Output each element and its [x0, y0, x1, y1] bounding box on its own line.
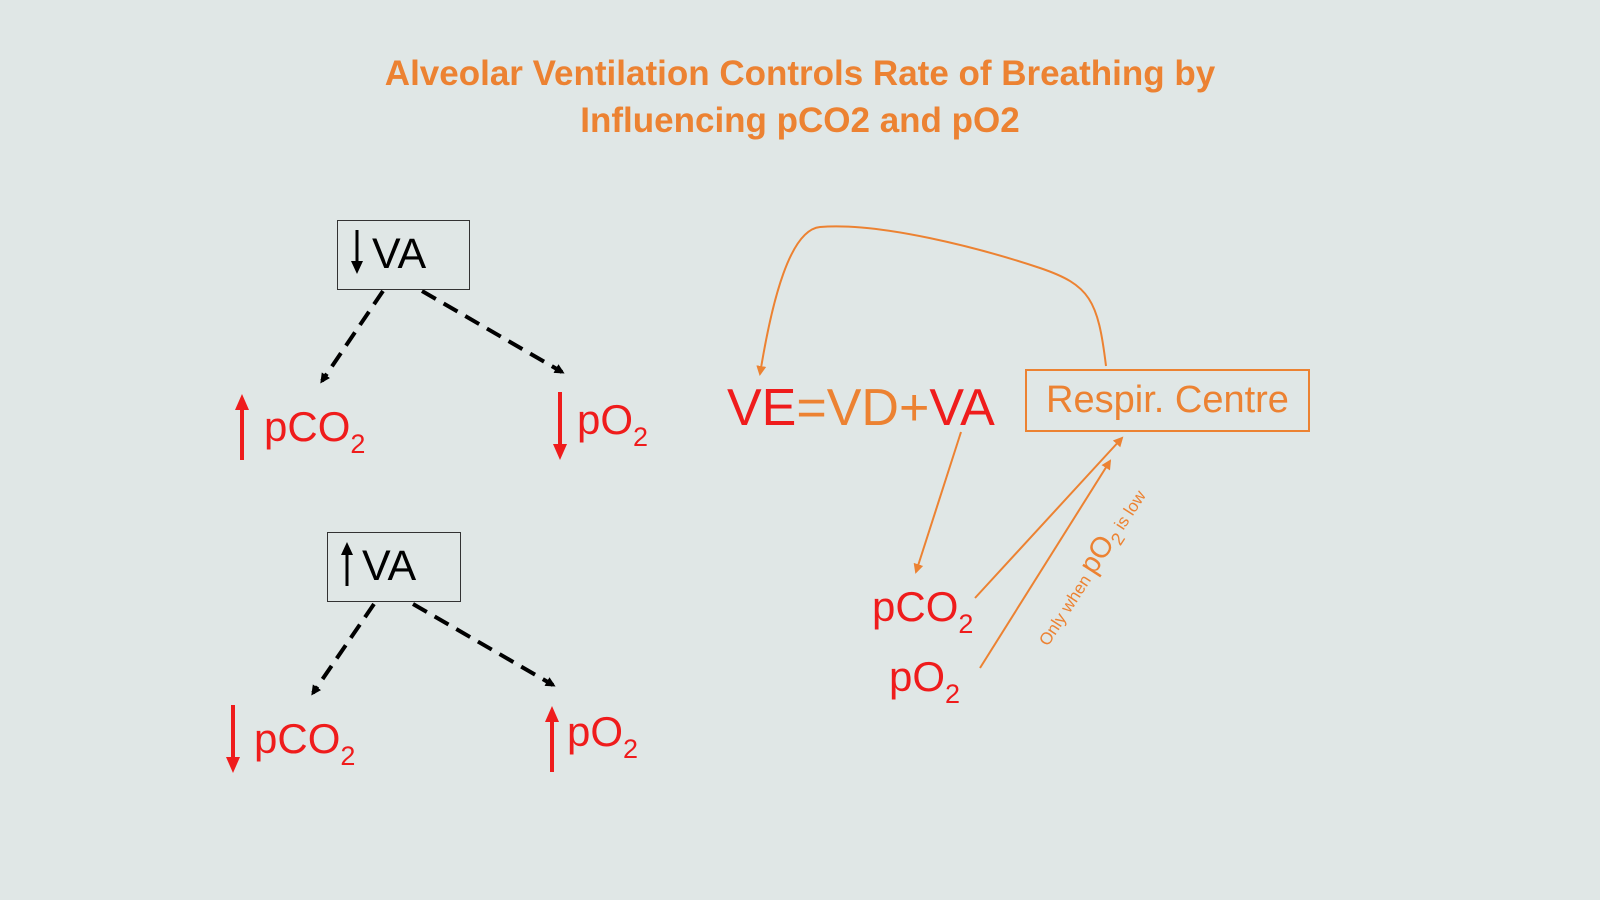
ve-term: VE	[727, 379, 797, 437]
top-right-dashed-arrow	[420, 289, 565, 374]
bottom-left-down-arrow	[226, 705, 240, 773]
bottom-va-label: VA	[362, 542, 417, 590]
bottom-left-pco2: pCO2	[254, 715, 356, 771]
va-term: VA	[929, 379, 995, 437]
bottom-right-po2: pO2	[567, 708, 639, 764]
title-line-2: Influencing pCO2 and pO2	[580, 101, 1020, 140]
bottom-left-dashed-arrow	[311, 602, 376, 696]
feedback-pco2: pCO2	[872, 583, 974, 639]
top-left-pco2: pCO2	[264, 403, 366, 459]
pco2-to-centre-arrow	[974, 436, 1124, 599]
va-to-pco2-arrow	[913, 431, 962, 574]
bottom-va-box: VA	[327, 532, 461, 602]
top-va-box: VA	[337, 220, 470, 290]
slide-title: Alveolar Ventilation Controls Rate of Br…	[0, 50, 1600, 144]
po2-to-centre-arrow	[979, 459, 1112, 669]
vd-term: =VD+	[796, 379, 930, 437]
bottom-right-up-arrow	[545, 706, 559, 772]
top-right-po2: pO2	[577, 396, 649, 452]
feedback-po2: pO2	[889, 653, 961, 709]
ventilation-equation: VE=VD+VA	[727, 378, 995, 438]
top-va-label: VA	[372, 230, 427, 278]
top-left-up-arrow	[235, 394, 249, 460]
top-right-down-arrow	[553, 392, 567, 460]
respiratory-centre-box: Respir. Centre	[1025, 369, 1310, 432]
bottom-right-dashed-arrow	[411, 602, 556, 687]
title-line-1: Alveolar Ventilation Controls Rate of Br…	[384, 54, 1216, 93]
feedback-curve-arrow	[756, 225, 1107, 376]
up-arrow-icon	[341, 542, 353, 586]
top-left-dashed-arrow	[320, 289, 385, 384]
down-arrow-icon	[351, 230, 363, 274]
